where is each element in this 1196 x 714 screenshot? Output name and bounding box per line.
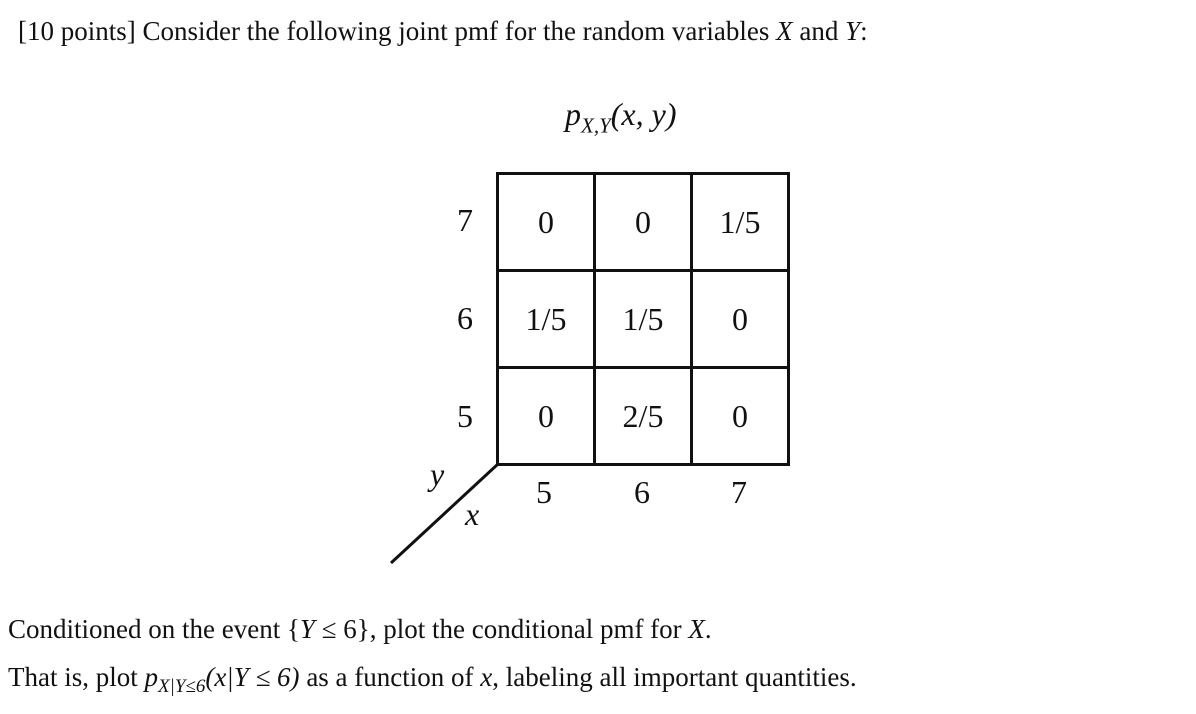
table-row: 0 2/5 0 <box>496 366 790 466</box>
prompt-p: p <box>144 662 159 692</box>
pmf-cell: 0 <box>690 366 790 466</box>
prompt-line-2: That is, plot pX|Y≤6(x|Y ≤ 6) as a funct… <box>8 662 857 698</box>
prompt-var-y: Y <box>299 614 315 644</box>
prompt-text: That is, plot <box>8 662 145 692</box>
prompt-text: Conditioned on the event { <box>8 614 300 644</box>
var-y: Y <box>845 16 861 46</box>
pmf-cell: 0 <box>496 366 596 466</box>
x-value-label: 7 <box>731 474 747 510</box>
x-value-label: 5 <box>536 474 552 510</box>
prompt-sub: X|Y≤6 <box>158 676 206 697</box>
pmf-cell: 2/5 <box>593 366 693 466</box>
pmf-cell: 1/5 <box>593 269 693 369</box>
diagonal-axis-line <box>389 462 500 565</box>
pmf-table: 0 0 1/5 1/5 1/5 0 0 2/5 0 <box>496 172 790 466</box>
joint-pmf-formula: pX,Y(x, y) <box>565 96 676 138</box>
y-value-label: 6 <box>457 300 473 336</box>
prompt-text: , labeling all important quantities. <box>492 662 857 692</box>
formula-p: p <box>565 96 581 132</box>
y-axis-name: y <box>430 456 445 492</box>
table-row: 1/5 1/5 0 <box>496 269 790 369</box>
y-value-label: 7 <box>457 202 473 238</box>
prompt-var-x: x <box>480 662 493 692</box>
prompt-text: . <box>704 614 712 644</box>
pmf-cell: 0 <box>496 172 596 272</box>
prompt-text: ≤ 6}, plot the conditional pmf for <box>314 614 689 644</box>
formula-sub: X,Y <box>581 113 611 138</box>
y-value-label: 5 <box>457 398 473 434</box>
prompt-text: as a function of <box>299 662 481 692</box>
pmf-cell: 0 <box>690 269 790 369</box>
prompt-args: (x|Y ≤ 6) <box>205 662 300 692</box>
formula-args: (x, y) <box>610 96 677 132</box>
pmf-cell: 0 <box>593 172 693 272</box>
points-label: [10 points] <box>18 16 136 46</box>
prompt-line-1: Conditioned on the event {Y ≤ 6}, plot t… <box>8 614 712 645</box>
question-header: [10 points] Consider the following joint… <box>18 16 868 47</box>
colon: : <box>860 16 868 46</box>
var-x: X <box>776 16 793 46</box>
x-axis-name: x <box>465 496 480 532</box>
pmf-cell: 1/5 <box>690 172 790 272</box>
pmf-cell: 1/5 <box>496 269 596 369</box>
and-word: and <box>799 16 839 46</box>
prompt-var-x: X <box>688 614 705 644</box>
table-row: 0 0 1/5 <box>496 172 790 272</box>
x-value-label: 6 <box>634 474 650 510</box>
question-intro: Consider the following joint pmf for the… <box>142 16 770 46</box>
